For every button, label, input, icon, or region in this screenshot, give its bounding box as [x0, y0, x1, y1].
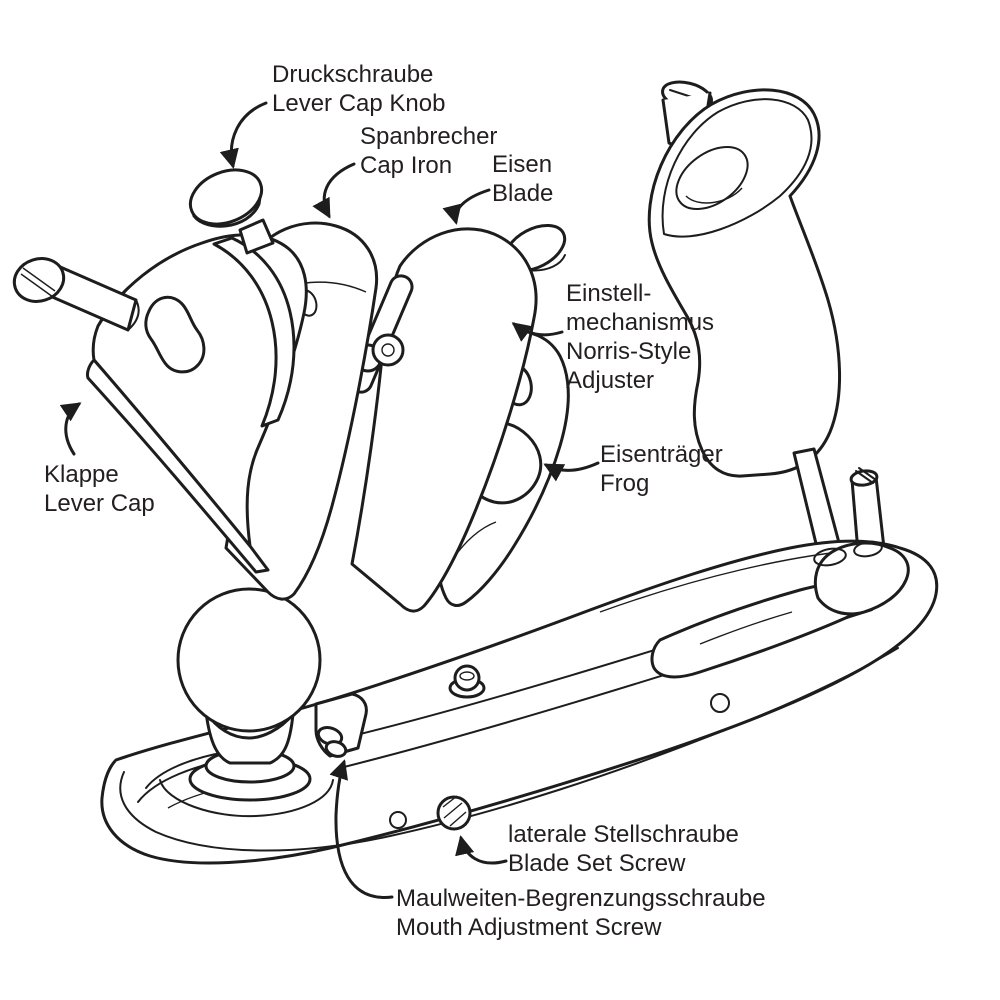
- label-lever-cap-en: Lever Cap: [44, 490, 155, 517]
- blade-drawing: [348, 227, 538, 613]
- label-blade: Eisen Blade: [492, 150, 553, 208]
- frog-arrow: [543, 461, 600, 482]
- label-frog-en: Frog: [600, 470, 650, 497]
- label-cap-iron: Spanbrecher Cap Iron: [360, 122, 497, 180]
- label-lever-cap-knob-en: Lever Cap Knob: [272, 90, 446, 117]
- adjuster-arrow: [511, 322, 564, 342]
- label-frog: Eisenträger Frog: [600, 440, 723, 498]
- label-lever-cap-knob-de: Druckschraube: [272, 61, 434, 88]
- front-knob-drawing: [159, 587, 334, 818]
- lever-cap-knob-drawing: [188, 168, 275, 255]
- label-blade-set-screw: laterale Stellschraube Blade Set Screw: [508, 820, 739, 878]
- label-cap-iron-de: Spanbrecher: [360, 123, 498, 150]
- label-mouth-adjustment-screw-de: Maulweiten-Begrenzungsschraube: [396, 885, 766, 912]
- label-mouth-adjustment-screw: Maulweiten-Begrenzungsschraube Mouth Adj…: [396, 884, 766, 942]
- label-lever-cap: Klappe Lever Cap: [44, 460, 155, 518]
- label-cap-iron-en: Cap Iron: [360, 152, 453, 179]
- label-adjuster-line1: Einstell-: [566, 280, 652, 307]
- lever-cap-screw-drawing: [12, 257, 140, 332]
- label-frog-de: Eisenträger: [600, 441, 723, 468]
- deck-screw-icon: [448, 664, 486, 699]
- label-blade-de: Eisen: [492, 151, 553, 178]
- tote-handle-drawing: [647, 88, 841, 478]
- label-adjuster-line2: mechanismus: [566, 309, 715, 336]
- blade-set-screw-arrow: [455, 835, 508, 865]
- label-blade-set-screw-de: laterale Stellschraube: [508, 821, 739, 848]
- handle-rod-drawing: [792, 447, 886, 562]
- label-blade-set-screw-en: Blade Set Screw: [508, 850, 686, 877]
- cap-iron-arrow: [312, 162, 356, 219]
- lever-cap-drawing: [12, 168, 308, 574]
- label-mouth-adjustment-screw-en: Mouth Adjustment Screw: [396, 914, 662, 941]
- blade-arrow: [442, 188, 491, 225]
- lever-cap-arrow: [59, 402, 82, 456]
- label-adjuster: Einstell- mechanismus Norris-Style Adjus…: [566, 279, 714, 395]
- lever-cap-knob-arrow: [219, 101, 268, 169]
- label-adjuster-line3: Norris-Style: [566, 338, 692, 365]
- blade-set-screw-icon: [436, 795, 472, 831]
- mouth-adjustment-screw-icon: [314, 692, 368, 758]
- label-lever-cap-knob: Druckschraube Lever Cap Knob: [272, 60, 445, 118]
- label-lever-cap-de: Klappe: [44, 461, 119, 488]
- label-adjuster-line4: Adjuster: [566, 367, 655, 394]
- leader-arrows: [59, 101, 600, 899]
- mouth-adjustment-screw-arrow: [329, 759, 394, 899]
- label-blade-en: Blade: [492, 180, 554, 207]
